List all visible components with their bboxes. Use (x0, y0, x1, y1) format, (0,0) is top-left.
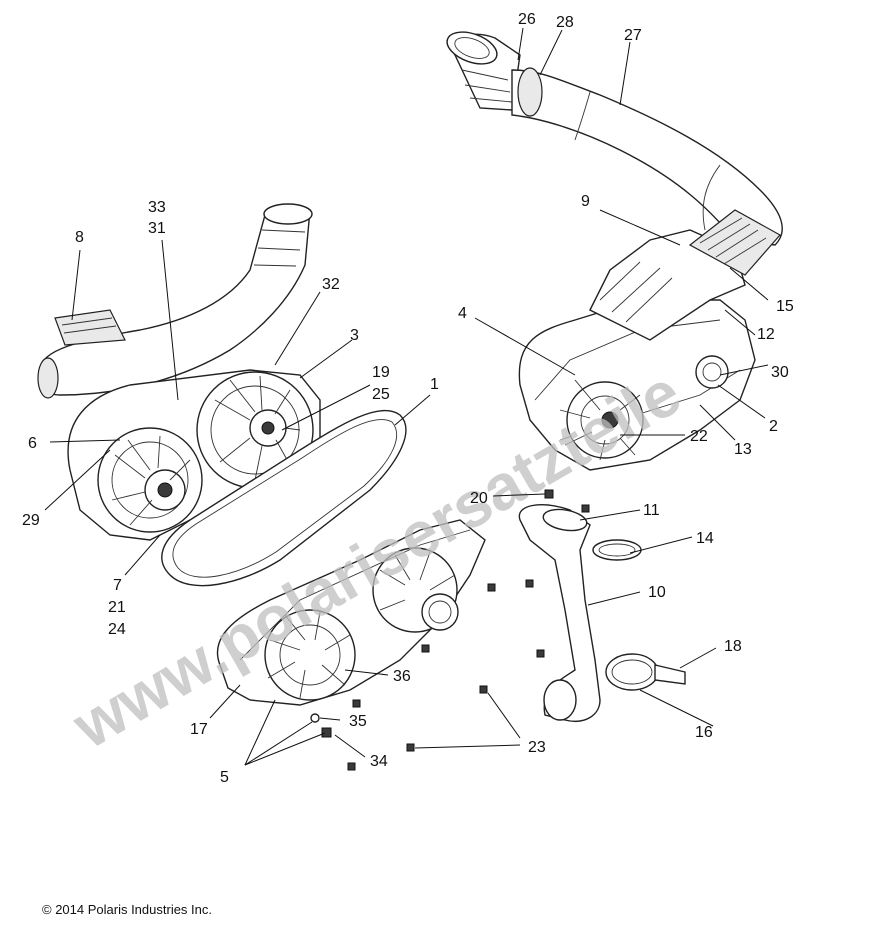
callout-12: 12 (757, 326, 775, 343)
callout-23: 23 (528, 739, 546, 756)
callout-28: 28 (556, 14, 574, 31)
callout-17: 17 (190, 721, 208, 738)
outlet-duct (518, 504, 686, 722)
callout-29: 29 (22, 512, 40, 529)
callout-6: 6 (28, 435, 37, 452)
callout-35: 35 (349, 713, 367, 730)
callout-labels: 26 28 27 9 15 12 30 2 13 22 4 8 33 31 32… (22, 11, 794, 786)
callout-18: 18 (724, 638, 742, 655)
callout-32: 32 (322, 276, 340, 293)
callout-2: 2 (769, 418, 778, 435)
callout-3: 3 (350, 327, 359, 344)
inner-clutch-housing (518, 209, 781, 471)
callout-14: 14 (696, 530, 714, 547)
callout-34: 34 (370, 753, 388, 770)
leader-lines (44, 27, 769, 766)
callout-20: 20 (470, 490, 488, 507)
callout-33: 33 (148, 199, 166, 216)
copyright-notice: © 2014 Polaris Industries Inc. (42, 902, 212, 917)
callout-36: 36 (393, 668, 411, 685)
callout-25: 25 (372, 386, 390, 403)
callout-5: 5 (220, 769, 229, 786)
intake-duct-upper (446, 31, 783, 246)
callout-30: 30 (771, 364, 789, 381)
fasteners (310, 489, 590, 771)
callout-22: 22 (690, 428, 708, 445)
callout-13: 13 (734, 441, 752, 458)
callout-9: 9 (581, 193, 590, 210)
drive-belt (161, 409, 407, 587)
callout-11: 11 (643, 502, 660, 519)
callout-16: 16 (695, 724, 713, 741)
callout-24: 24 (108, 621, 126, 638)
callout-19: 19 (372, 364, 390, 381)
callout-31: 31 (148, 220, 166, 237)
callout-26: 26 (518, 11, 536, 28)
callout-8: 8 (75, 229, 84, 246)
callout-27: 27 (624, 27, 642, 44)
callout-21: 21 (108, 599, 126, 616)
callout-7: 7 (113, 577, 122, 594)
outer-clutch-cover (216, 519, 486, 706)
callout-4: 4 (458, 305, 467, 322)
callout-1: 1 (430, 376, 439, 393)
callout-15: 15 (776, 298, 794, 315)
callout-10: 10 (648, 584, 666, 601)
